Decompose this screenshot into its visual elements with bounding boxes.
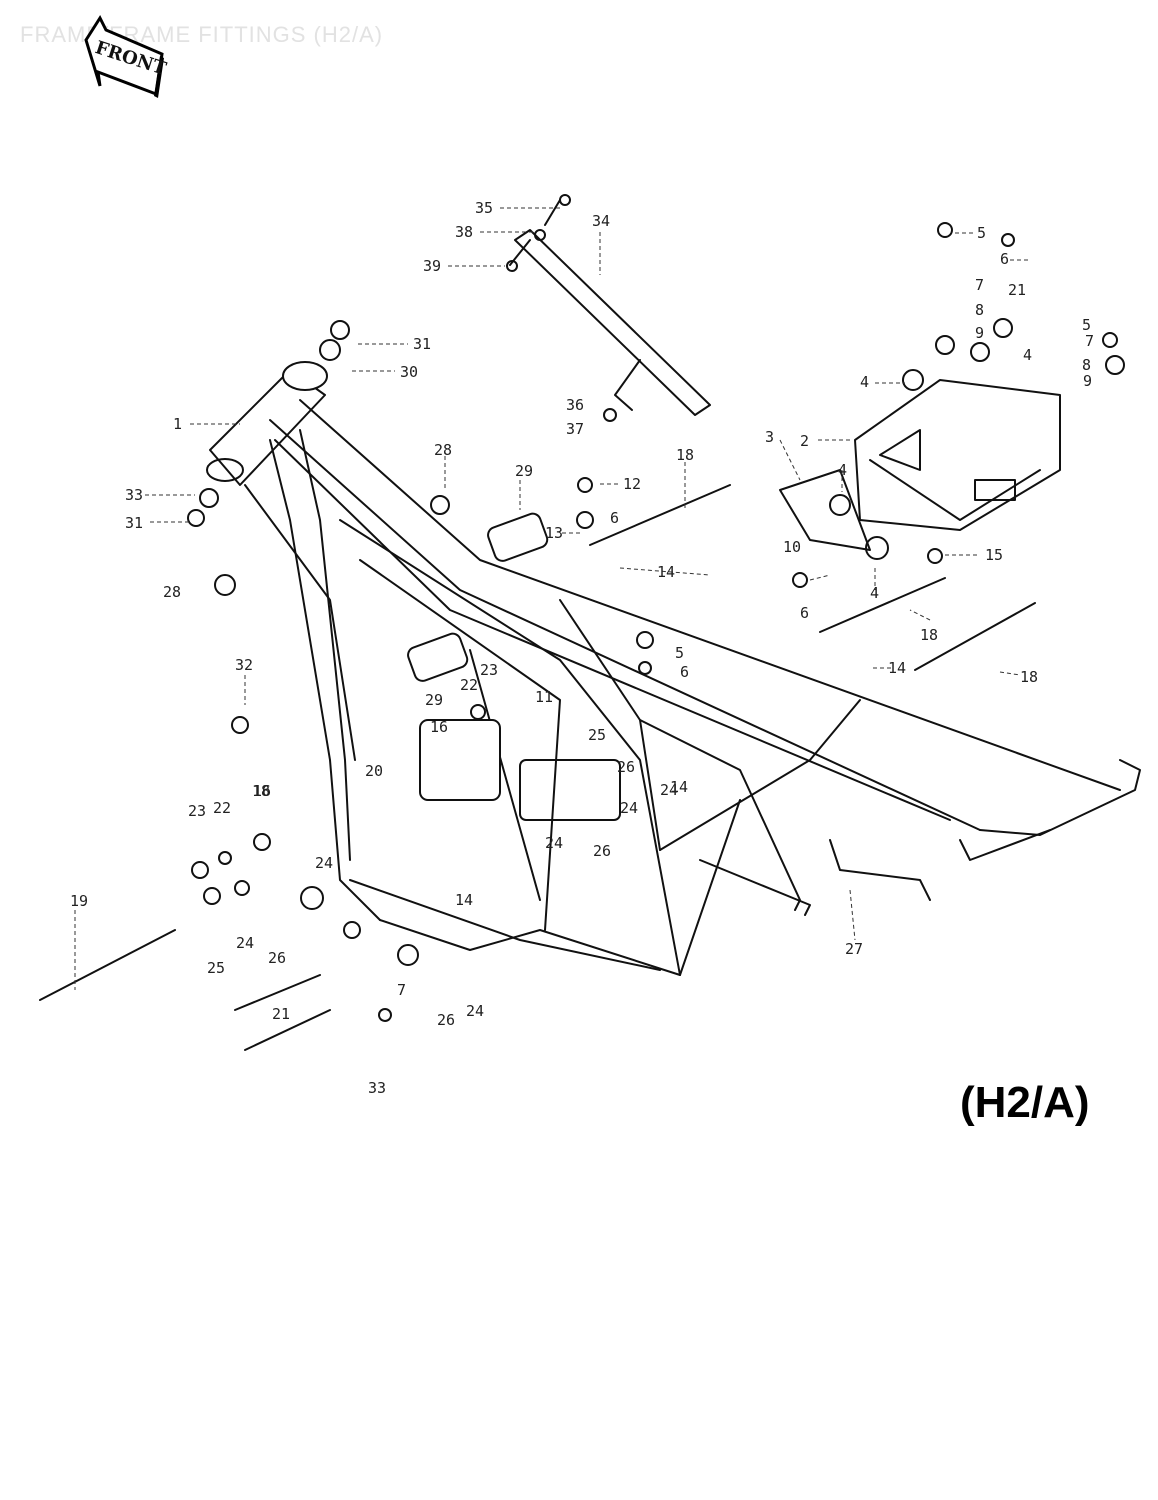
callout-label: 4 <box>870 584 879 602</box>
page-title: FRAME/FRAME FITTINGS (H2/A) <box>20 22 384 47</box>
battery-case <box>854 379 1061 531</box>
callout-label: 18 <box>1020 668 1038 686</box>
callout-label: 24 <box>466 1002 484 1020</box>
callout-label: 9 <box>1083 372 1092 390</box>
callout-label: 6 <box>680 663 689 681</box>
callout-label: 39 <box>423 257 441 275</box>
callout-label: 7 <box>975 276 984 294</box>
callout-label: 33 <box>368 1079 386 1097</box>
top-rail-right <box>299 399 1121 791</box>
down-tube-left <box>269 439 381 921</box>
callout-label: 4 <box>860 373 869 391</box>
callout-label: 21 <box>1008 281 1026 299</box>
callout-label: 14 <box>888 659 906 677</box>
callout-label: 38 <box>455 223 473 241</box>
callout-label: 8 <box>1082 356 1091 374</box>
callout-label: 36 <box>566 396 584 414</box>
callout-label: 21 <box>272 1005 290 1023</box>
callout-label: 13 <box>545 524 563 542</box>
callout-label: 30 <box>400 363 418 381</box>
callout-label: 18 <box>252 782 270 800</box>
callout-label: 24 <box>660 781 678 799</box>
callout-label: 22 <box>460 676 478 694</box>
callout-label: 26 <box>593 842 611 860</box>
front-direction-arrow: FRONT <box>80 10 170 100</box>
callout-label: 6 <box>800 604 809 622</box>
callout-label: 10 <box>783 538 801 556</box>
callout-label: 1 <box>173 415 182 433</box>
front-arrow-icon <box>84 14 164 98</box>
callout-label: 16 <box>430 718 448 736</box>
callout-label: 6 <box>610 509 619 527</box>
callout-label: 24 <box>236 934 254 952</box>
callout-label: 25 <box>588 726 606 744</box>
callout-label: 19 <box>70 892 88 910</box>
callout-label: 31 <box>413 335 431 353</box>
callout-label: 11 <box>535 688 553 706</box>
callout-label: 22 <box>213 799 231 817</box>
callout-label: 20 <box>365 762 383 780</box>
model-code-label: (H2/A) <box>960 1078 1090 1127</box>
callout-label: 6 <box>1000 250 1009 268</box>
callout-label: 37 <box>566 420 584 438</box>
callout-label: 31 <box>125 514 143 532</box>
callout-label: 28 <box>163 583 181 601</box>
callout-label: 3 <box>765 428 774 446</box>
handlebar-tube <box>514 229 711 416</box>
callout-label: 24 <box>315 854 333 872</box>
top-rail-left <box>269 419 981 831</box>
callout-label: 35 <box>475 199 493 217</box>
callout-label: 18 <box>676 446 694 464</box>
callout-label: 14 <box>670 778 688 796</box>
bolt-18-a <box>589 484 731 546</box>
callout-label: 4 <box>1023 346 1032 364</box>
swingarm-mount <box>639 719 801 911</box>
callout-label: 5 <box>675 644 684 662</box>
callout-label: 26 <box>437 1011 455 1029</box>
rear-loop <box>979 759 1141 836</box>
callout-label: 8 <box>975 301 984 319</box>
callout-label: 26 <box>617 758 635 776</box>
callout-label: 7 <box>397 981 406 999</box>
callout-label: 26 <box>268 949 286 967</box>
leader-lines <box>74 207 1030 990</box>
callout-label: 9 <box>975 324 984 342</box>
callout-label: 29 <box>515 462 533 480</box>
callout-label: 15 <box>985 546 1003 564</box>
callout-label: 24 <box>620 799 638 817</box>
callout-label: 14 <box>657 563 675 581</box>
callout-label: 23 <box>480 661 498 679</box>
steering-head <box>209 369 326 486</box>
callout-label: 25 <box>207 959 225 977</box>
callout-label: 32 <box>235 656 253 674</box>
callout-label: 27 <box>845 940 863 958</box>
callout-label: 14 <box>455 891 473 909</box>
lower-cradle <box>379 919 681 976</box>
callout-label: 33 <box>125 486 143 504</box>
callout-label: 4 <box>838 461 847 479</box>
callout-label: 23 <box>188 802 206 820</box>
down-tube-right <box>299 429 351 861</box>
callout-label: 16 <box>253 782 271 800</box>
stand-bracket <box>829 839 931 901</box>
part-callouts: 1 2 3 4 4 4 4 5 5 5 6 6 6 6 7 7 7 8 8 9 … <box>70 199 1094 1097</box>
top-rail-inner <box>274 439 951 821</box>
callout-label: 28 <box>434 441 452 459</box>
callout-label: 12 <box>623 475 641 493</box>
bolt-19 <box>39 929 176 1001</box>
callout-label: 24 <box>545 834 563 852</box>
callout-label: 34 <box>592 212 610 230</box>
callout-label: 2 <box>800 432 809 450</box>
callout-label: 5 <box>977 224 986 242</box>
callout-label: 5 <box>1082 316 1091 334</box>
callout-label: 7 <box>1085 332 1094 350</box>
callout-label: 18 <box>920 626 938 644</box>
frame-drawing <box>39 194 1141 1051</box>
callout-label: 29 <box>425 691 443 709</box>
